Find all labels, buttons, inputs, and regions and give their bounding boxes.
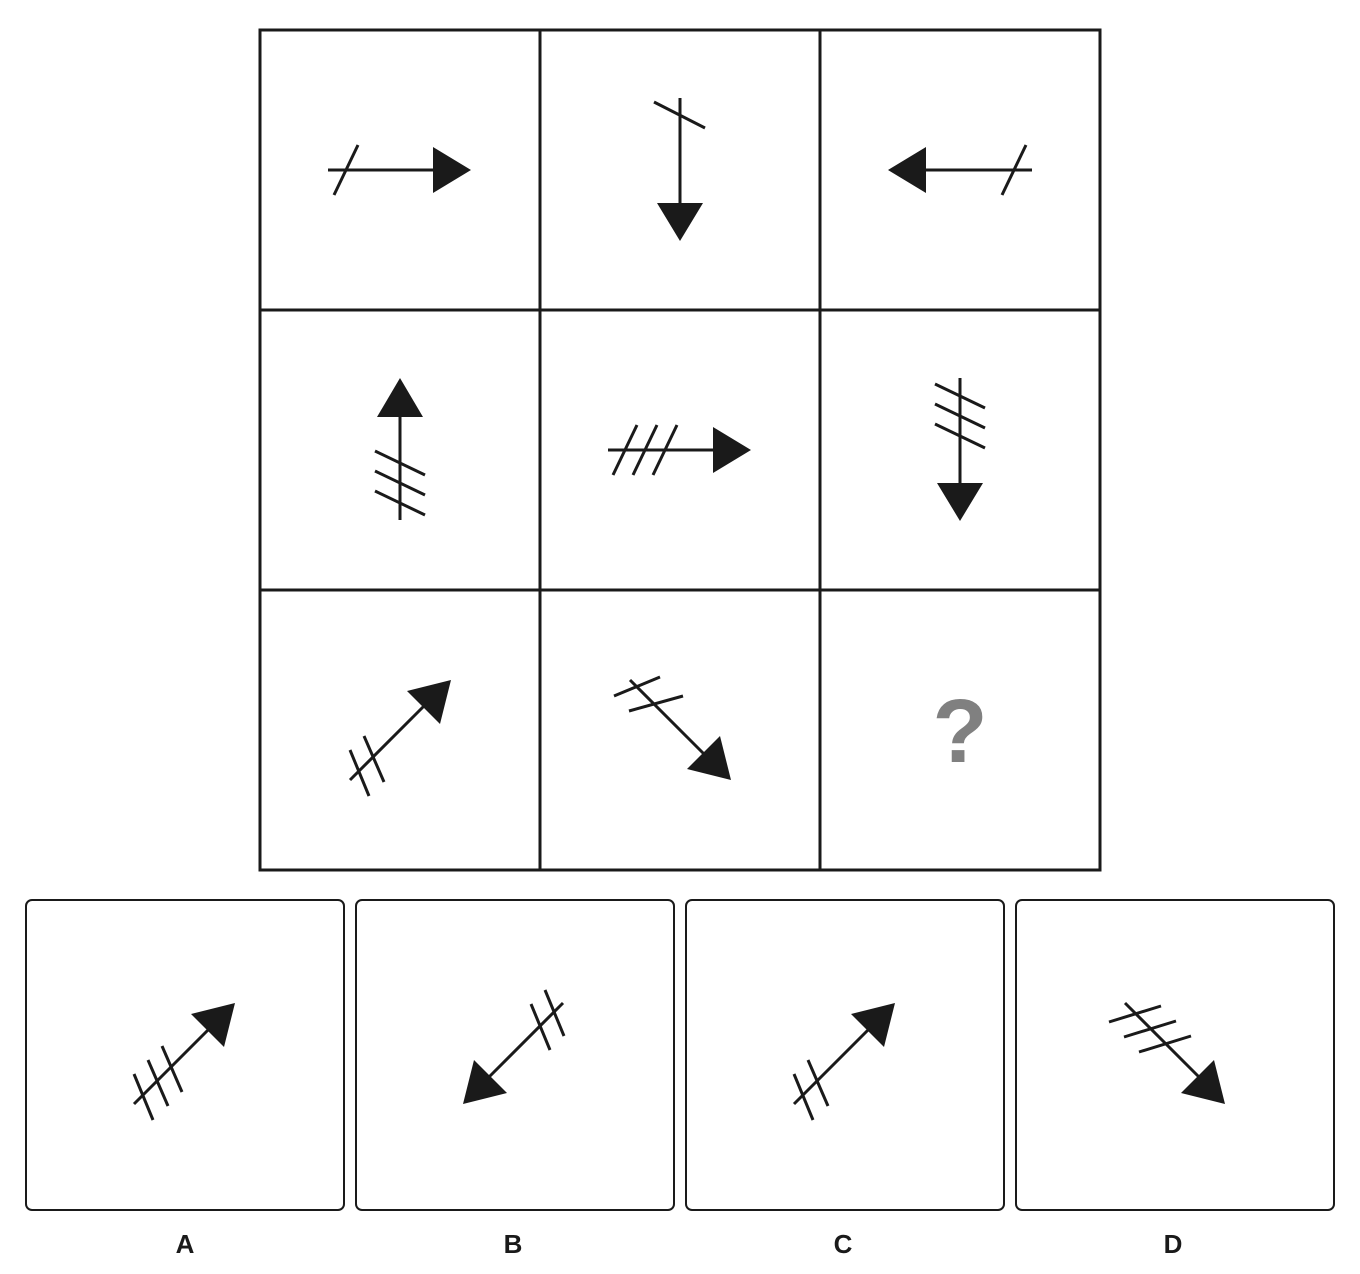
option-d-arrow <box>1108 1001 1225 1104</box>
option-b-label: B <box>504 1229 523 1259</box>
option-b-card[interactable] <box>355 899 675 1211</box>
option-a-label: A <box>176 1229 195 1259</box>
option-c-label: C <box>834 1229 853 1259</box>
grid-cell-r2c3-arrow <box>934 378 986 521</box>
grid-cell-r1c3-arrow <box>888 144 1032 196</box>
grid-border <box>258 28 1102 872</box>
grid-cell-r3c2-arrow <box>613 675 731 780</box>
option-c-arrow <box>792 1003 895 1121</box>
option-a-arrow <box>132 1003 235 1121</box>
answer-options: A B C D <box>25 899 1335 1259</box>
missing-cell-question-mark: ? <box>933 682 988 782</box>
grid-cell-r1c1-arrow <box>328 144 471 196</box>
option-d-label: D <box>1164 1229 1183 1259</box>
puzzle-grid: ? <box>258 28 1102 872</box>
grid-cell-r1c2-arrow <box>653 98 706 241</box>
grid-cell-r2c1-arrow <box>374 378 426 520</box>
grid-cell-r2c2-arrow <box>608 424 751 476</box>
grid-cell-r3c1-arrow <box>348 680 451 797</box>
option-b-arrow <box>463 989 566 1104</box>
